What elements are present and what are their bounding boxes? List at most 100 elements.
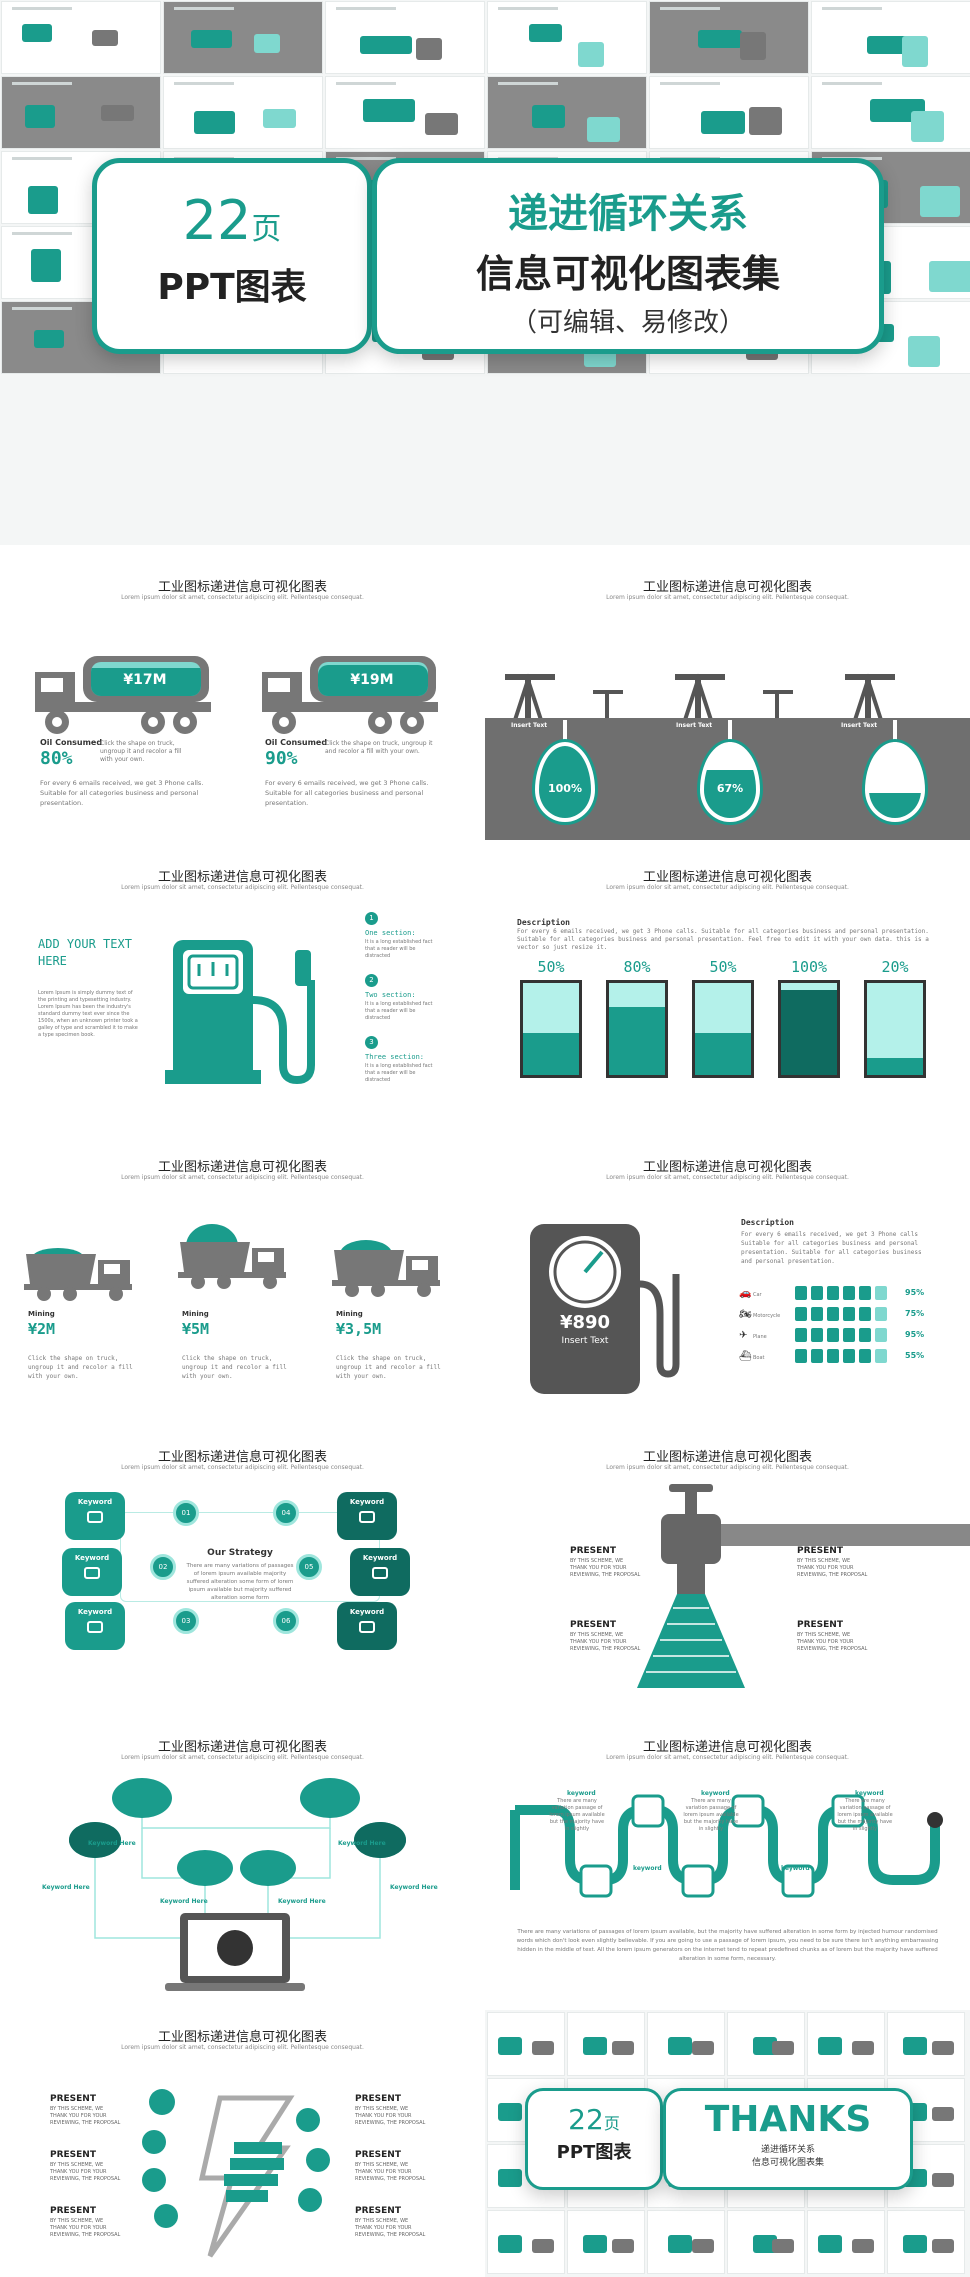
keyword-card-label: Keyword xyxy=(77,1608,113,1616)
mining-value: ¥5M xyxy=(182,1320,210,1338)
megaphone-icon xyxy=(372,1567,388,1579)
present-title: PRESENT xyxy=(570,1620,616,1630)
barrel-label: 50% xyxy=(709,958,737,976)
lightning-bolt-icon xyxy=(142,2089,330,2258)
slide-subtitle: Lorem ipsum dolor sit amet, consectetur … xyxy=(606,884,849,891)
keyword-card: Keyword xyxy=(337,1602,397,1650)
thumbnail-slide xyxy=(647,2210,725,2274)
drop-item-3: Insert Text 35% xyxy=(835,720,955,840)
present-desc: BY THIS SCHEME, WE THANK YOU FOR YOUR RE… xyxy=(797,1632,868,1652)
vehicle-name: Car xyxy=(753,1292,762,1298)
keyword-label: keyword xyxy=(855,1790,884,1797)
thumbnail-slide xyxy=(649,1,809,74)
keyword-label: Keyword Here xyxy=(88,1840,136,1847)
slide-strategy: 工业图标递进信息可视化图表 Lorem ipsum dolor sit amet… xyxy=(0,1430,485,1720)
gauge-amount: ¥890 xyxy=(559,1312,611,1333)
step-text: It is a long established fact that a rea… xyxy=(365,1063,433,1083)
pumpjack-row-icon xyxy=(505,673,895,720)
mining-value: ¥2M xyxy=(28,1320,56,1338)
hero-line1: 递进循环关系 xyxy=(508,191,748,237)
hero-left-card: 22页 PPT图表 xyxy=(92,158,372,354)
truck-side-text: Click the shape on truck, ungroup it and… xyxy=(100,740,182,763)
chat-icon xyxy=(87,1511,103,1523)
barrel-fill xyxy=(609,1007,665,1075)
barrel-label: 80% xyxy=(623,958,651,976)
oil-barrel-icon xyxy=(606,980,668,1078)
dump-truck-icon xyxy=(178,1224,286,1289)
thumbnail-slide xyxy=(487,76,647,149)
strategy-step-number: 06 xyxy=(273,1608,299,1634)
drop-label: Insert Text xyxy=(511,722,548,729)
slide-oil-trucks: 工业图标递进信息可视化图表 Lorem ipsum dolor sit amet… xyxy=(0,560,485,850)
motorcycle-icon: 🏍 xyxy=(739,1309,752,1320)
hero-label: PPT图表 xyxy=(157,267,307,308)
step-number-badge: 3 xyxy=(365,1036,378,1049)
fuel-can-icon xyxy=(843,1286,855,1300)
thumbnail-slide xyxy=(163,1,323,74)
slide-title: 工业图标递进信息可视化图表 xyxy=(157,870,327,885)
present-title: PRESENT xyxy=(797,1546,843,1556)
present-title: PRESENT xyxy=(797,1620,843,1630)
thanks-left-card: 22页 PPT图表 xyxy=(525,2088,663,2190)
barrel-label: 100% xyxy=(790,958,828,976)
drop-label: Insert Text xyxy=(841,722,878,729)
present-desc: BY THIS SCHEME, WE THANK YOU FOR YOUR RE… xyxy=(570,1632,641,1652)
present-desc: BY THIS SCHEME, WE THANK YOU FOR YOUR RE… xyxy=(355,2218,426,2238)
keyword-label: Keyword Here xyxy=(42,1884,90,1891)
barrel-label: 50% xyxy=(537,958,565,976)
slide-subtitle: Lorem ipsum dolor sit amet, consectetur … xyxy=(606,1754,849,1761)
drop-value: 100% xyxy=(548,782,582,795)
thumbnail-slide xyxy=(567,2210,645,2274)
oil-barrel-icon xyxy=(778,980,840,1078)
strategy-step-number: 03 xyxy=(173,1608,199,1634)
slide-title: 工业图标递进信息可视化图表 xyxy=(157,2030,327,2045)
oil-barrel-icon xyxy=(864,980,926,1078)
gauge-insert: Insert Text xyxy=(561,1336,609,1346)
truck-desc: For every 6 emails received, we get 3 Ph… xyxy=(40,779,204,807)
step-text: It is a long established fact that a rea… xyxy=(365,939,433,959)
car-icon: 🚗 xyxy=(739,1288,752,1299)
slide-lightning: 工业图标递进信息可视化图表 Lorem ipsum dolor sit amet… xyxy=(0,2010,485,2277)
hero-line2: 信息可视化图表集 xyxy=(475,252,780,296)
section-heading: ADD YOUR TEXT HERE xyxy=(38,937,132,968)
description-heading: Description xyxy=(741,1218,794,1227)
mining-label: Mining xyxy=(28,1310,55,1318)
present-title: PRESENT xyxy=(355,2150,401,2160)
keyword-label: keyword xyxy=(781,1865,810,1872)
present-title: PRESENT xyxy=(355,2206,401,2216)
dump-truck-icon xyxy=(332,1240,440,1297)
section-body: Lorem Ipsum is simply dummy text of the … xyxy=(38,990,138,1038)
slide-title: 工业图标递进信息可视化图表 xyxy=(157,580,327,595)
slide-title: 工业图标递进信息可视化图表 xyxy=(157,1740,327,1755)
keyword-card-label: Keyword xyxy=(77,1498,113,1506)
slide-barrels: 工业图标递进信息可视化图表 Lorem ipsum dolor sit amet… xyxy=(485,850,970,1140)
slide-title: 工业图标递进信息可视化图表 xyxy=(157,1160,327,1175)
vehicle-name: Motorcycle xyxy=(753,1313,781,1319)
fuel-can-icon xyxy=(875,1286,887,1300)
slide-subtitle: Lorem ipsum dolor sit amet, consectetur … xyxy=(606,1464,849,1471)
truck-label: Oil Consumed xyxy=(265,738,328,747)
truck-amount: ¥19M xyxy=(350,672,394,688)
drop-label: Insert Text xyxy=(676,722,713,729)
description-text: For every 6 emails received, we get 3 Ph… xyxy=(741,1231,922,1265)
thumbnail-slide xyxy=(1,1,161,74)
thanks-unit: 页 xyxy=(603,2114,620,2133)
mining-value: ¥3,5M xyxy=(336,1320,382,1338)
oil-barrel-icon xyxy=(692,980,754,1078)
truck-label: Oil Consumed xyxy=(40,738,103,747)
strategy-text: There are many variations of passages of… xyxy=(186,1563,294,1601)
keyword-card-label: Keyword xyxy=(349,1498,385,1506)
present-block: PRESENT BY THIS SCHEME, WE THANK YOU FOR … xyxy=(570,1620,642,1653)
fuel-can-icon xyxy=(827,1286,839,1300)
keyword-label: Keyword Here xyxy=(278,1898,326,1905)
present-title: PRESENT xyxy=(50,2094,96,2104)
flask-icon xyxy=(359,1621,375,1633)
link-icon xyxy=(359,1511,375,1523)
present-desc: BY THIS SCHEME, WE THANK YOU FOR YOUR RE… xyxy=(50,2162,121,2182)
slide-pipeline: 工业图标递进信息可视化图表 Lorem ipsum dolor sit amet… xyxy=(485,1720,970,2010)
drop-item-1: Insert Text 100% xyxy=(505,720,625,840)
